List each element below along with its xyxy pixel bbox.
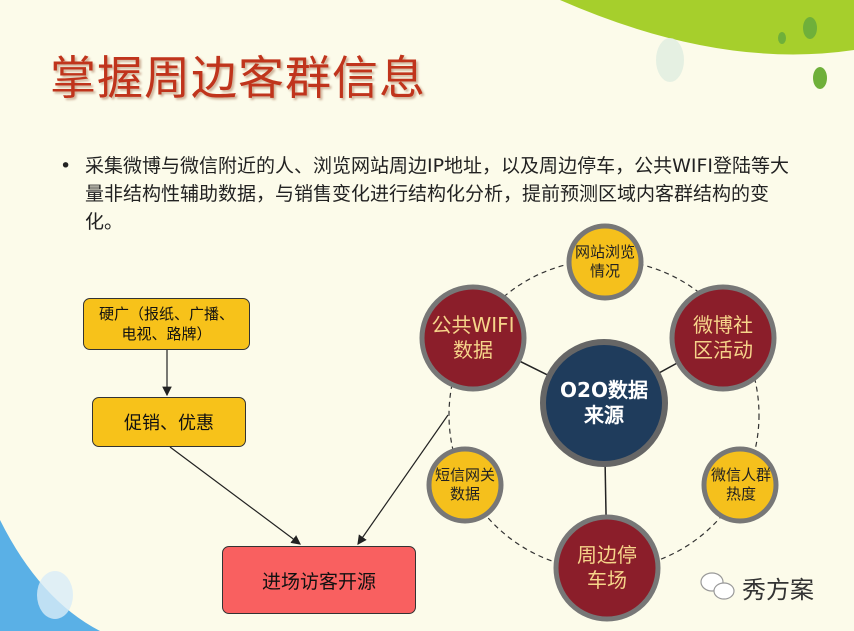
node-center-label: O2O数据来源: [560, 378, 648, 427]
node-wifi: [419, 284, 527, 392]
water-drop-icon: [778, 32, 786, 44]
water-drop-icon: [813, 67, 827, 89]
flow-box-ads: 硬广（报纸、广播、电视、路牌）: [83, 298, 250, 350]
node-sms: [426, 446, 504, 524]
bullet-text: 采集微博与微信附近的人、浏览网站周边IP地址，以及周边停车，公共WIFI登陆等大…: [85, 155, 789, 233]
node-weibo: [669, 284, 777, 392]
watermark-text: 秀方案: [742, 576, 814, 604]
node-wechat: [701, 446, 779, 524]
node-parking-label: 周边停车场: [577, 543, 637, 592]
node-center: [540, 339, 668, 467]
water-drop-icon: [37, 571, 73, 619]
flow-box-visitors: 进场访客开源: [222, 546, 416, 614]
water-drop-icon: [656, 38, 684, 82]
wechat-icon: [700, 572, 735, 600]
flow-box-promo: 促销、优惠: [92, 397, 246, 447]
node-wifi-label: 公共WIFI数据: [431, 313, 515, 362]
node-weibo-label: 微博社区活动: [693, 313, 753, 362]
arrow: [169, 446, 301, 545]
page-title: 掌握周边客群信息: [50, 51, 426, 105]
node-web: [566, 223, 644, 301]
node-sms-label: 短信网关数据: [435, 466, 496, 503]
arrow: [357, 414, 449, 545]
node-web-label: 网站浏览情况: [575, 243, 636, 280]
node-parking: [553, 514, 661, 622]
water-drop-icon: [803, 17, 817, 39]
blue-corner: [0, 520, 100, 631]
node-wechat-label: 微信人群热度: [710, 466, 771, 503]
bullet-item: •采集微博与微信附近的人、浏览网站周边IP地址，以及周边停车，公共WIFI登陆等…: [60, 152, 800, 236]
